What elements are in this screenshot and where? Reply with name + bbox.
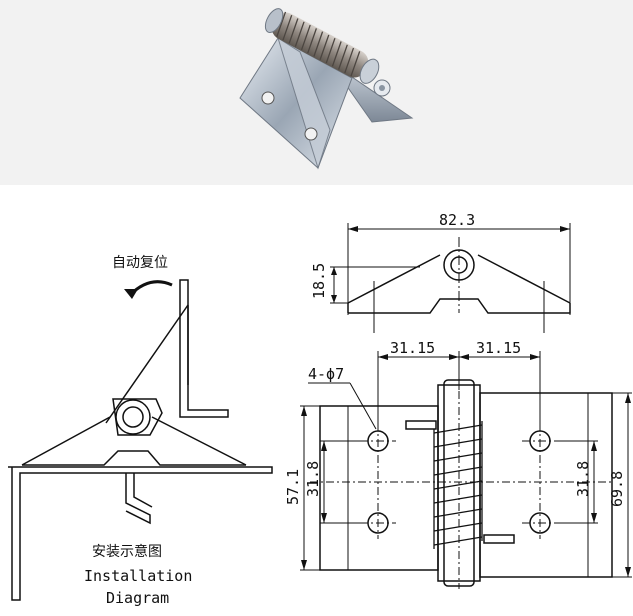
- width-label: 82.3: [439, 211, 475, 229]
- arrow-head-icon: [124, 289, 138, 299]
- caption-cn: 安装示意图: [92, 543, 162, 560]
- technical-drawing-panel: 自动复位 安装示意图 Installation Diagram: [0, 185, 633, 616]
- left-spacing-label: 31.15: [390, 339, 435, 357]
- top-view: 82.3 18.5: [310, 211, 571, 333]
- right-spacing-label: 31.15: [476, 339, 521, 357]
- left-total-label: 57.1: [284, 469, 302, 505]
- holes-label: 4-ϕ7: [308, 365, 344, 383]
- height-label: 18.5: [310, 263, 328, 299]
- caption-en-1: Installation: [84, 567, 192, 585]
- auto-reset-label: 自动复位: [112, 254, 168, 271]
- front-view: 31.15 31.15 4-ϕ7: [284, 339, 632, 589]
- product-photo-panel: [0, 0, 633, 185]
- caption-en-2: Diagram: [106, 589, 169, 607]
- right-total-label: 69.8: [608, 471, 626, 507]
- left-inner-label: 31.8: [304, 461, 322, 497]
- installation-diagram: 自动复位 安装示意图 Installation Diagram: [8, 254, 273, 607]
- spring-hinge-photo-icon: [239, 8, 414, 170]
- right-inner-label: 31.8: [574, 461, 592, 497]
